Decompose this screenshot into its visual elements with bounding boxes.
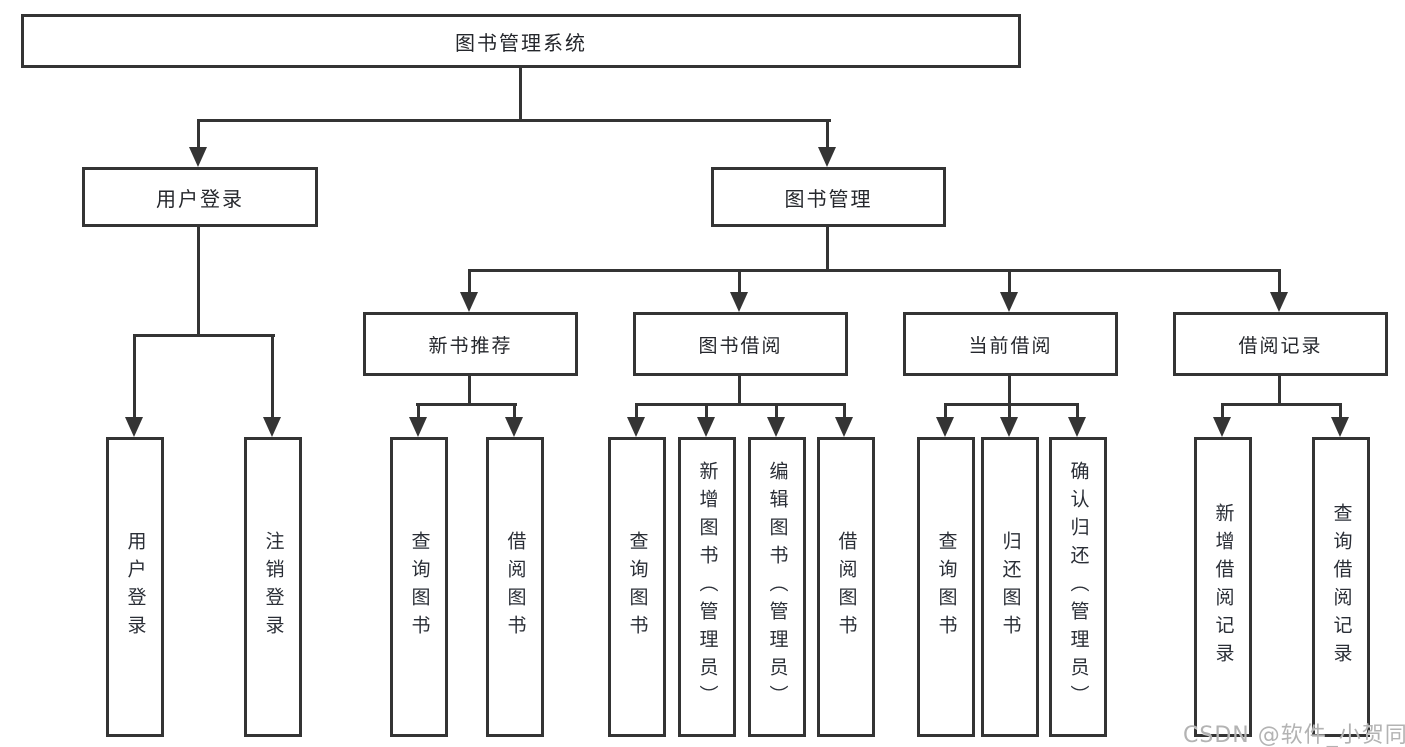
arrowhead-down — [1000, 292, 1018, 312]
node-label: 新书推荐 — [428, 334, 513, 357]
leaf-confirm-return-admin: 确认归还（管理员） — [1049, 437, 1107, 737]
node-new-book-recommendation: 新书推荐 — [363, 312, 578, 376]
arrowhead-down — [1270, 292, 1288, 312]
leaf-label: 查询图书 — [935, 531, 958, 643]
arrowhead-down — [1068, 417, 1086, 437]
node-label: 图书管理 — [784, 186, 873, 211]
edge-leaf-stem — [513, 403, 516, 419]
edge-leaf-stem — [775, 403, 778, 419]
leaf-label: 注销登录 — [262, 531, 285, 643]
leaf-label: 归还图书 — [999, 531, 1022, 643]
arrowhead-down — [1213, 417, 1231, 437]
node-label: 用户登录 — [156, 186, 244, 211]
leaf-query-books: 查询图书 — [390, 437, 448, 737]
edge-leaf-stem — [417, 403, 420, 419]
leaf-label: 查询图书 — [626, 531, 649, 643]
arrowhead-down — [263, 417, 281, 437]
edge-leaf-stem — [1008, 403, 1011, 419]
arrowhead-down — [767, 417, 785, 437]
edge-group-a-trunk — [468, 375, 471, 406]
edge-leaf-stem — [944, 403, 947, 419]
node-label: 图书借阅 — [698, 334, 783, 357]
arrowhead-down — [818, 147, 836, 167]
leaf-label: 查询图书 — [408, 531, 431, 643]
arrowhead-down — [189, 147, 207, 167]
node-label: 图书管理系统 — [455, 30, 587, 55]
arrowhead-down — [697, 417, 715, 437]
leaf-user-login: 用户登录 — [106, 437, 164, 737]
leaf-logout: 注销登录 — [244, 437, 302, 737]
leaf-query-borrow-record: 查询借阅记录 — [1312, 437, 1370, 737]
leaf-query-books: 查询图书 — [917, 437, 975, 737]
edge-group-b-trunk — [738, 375, 741, 406]
edge-to-leaf-user-login — [133, 334, 136, 419]
edge-to-borrowing-records — [1278, 269, 1281, 294]
edge-group-c-rail — [944, 403, 1079, 406]
leaf-edit-book-admin: 编辑图书（管理员） — [748, 437, 806, 737]
arrowhead-down — [936, 417, 954, 437]
leaf-add-borrow-record: 新增借阅记录 — [1194, 437, 1252, 737]
edge-leaf-stem — [635, 403, 638, 419]
node-borrowing-records: 借阅记录 — [1173, 312, 1388, 376]
edge-to-book-borrowing — [738, 269, 741, 294]
leaf-label: 编辑图书（管理员） — [766, 461, 789, 713]
leaf-label: 查询借阅记录 — [1330, 503, 1353, 671]
edge-leaf-stem — [705, 403, 708, 419]
node-book-borrowing: 图书借阅 — [633, 312, 848, 376]
edge-level3-rail — [468, 269, 1281, 272]
edge-leaf-stem — [843, 403, 846, 419]
edge-group-b-rail — [635, 403, 846, 406]
edge-leaf-stem — [1339, 403, 1342, 419]
leaf-label: 确认归还（管理员） — [1067, 461, 1090, 713]
leaf-label: 新增图书（管理员） — [696, 461, 719, 713]
leaf-label: 用户登录 — [124, 531, 147, 643]
edge-to-current-borrowing — [1008, 269, 1011, 294]
edge-leaf-stem — [1221, 403, 1224, 419]
arrowhead-down — [125, 417, 143, 437]
node-library-management-system: 图书管理系统 — [21, 14, 1021, 68]
edge-root-trunk — [519, 65, 522, 122]
leaf-return-books: 归还图书 — [981, 437, 1039, 737]
edge-group-d-trunk — [1278, 375, 1281, 406]
edge-to-leaf-logout — [271, 334, 274, 419]
leaf-label: 借阅图书 — [835, 531, 858, 643]
edge-user-login-trunk — [197, 226, 200, 337]
node-label: 当前借阅 — [968, 334, 1053, 357]
node-label: 借阅记录 — [1238, 334, 1323, 357]
arrowhead-down — [835, 417, 853, 437]
edge-to-new-book-recommendation — [468, 269, 471, 294]
edge-group-a-rail — [416, 403, 517, 406]
node-user-login: 用户登录 — [82, 167, 318, 227]
edge-book-management-trunk — [826, 226, 829, 272]
arrowhead-down — [627, 417, 645, 437]
edge-leaf-stem — [1076, 403, 1079, 419]
arrowhead-down — [730, 292, 748, 312]
edge-user-login-rail — [133, 334, 275, 337]
edge-level2-rail — [197, 119, 831, 122]
edge-group-c-trunk — [1008, 375, 1011, 406]
leaf-query-books: 查询图书 — [608, 437, 666, 737]
arrowhead-down — [1000, 417, 1018, 437]
leaf-borrow-books: 借阅图书 — [486, 437, 544, 737]
arrowhead-down — [1331, 417, 1349, 437]
edge-to-user-login — [197, 119, 200, 151]
leaf-add-book-admin: 新增图书（管理员） — [678, 437, 736, 737]
leaf-borrow-books: 借阅图书 — [817, 437, 875, 737]
edge-group-d-rail — [1221, 403, 1342, 406]
arrowhead-down — [460, 292, 478, 312]
node-book-management: 图书管理 — [711, 167, 946, 227]
watermark-csdn: CSDN @软件_小贺同学 — [1183, 723, 1405, 747]
arrowhead-down — [409, 417, 427, 437]
arrowhead-down — [505, 417, 523, 437]
node-current-borrowing: 当前借阅 — [903, 312, 1118, 376]
leaf-label: 新增借阅记录 — [1212, 503, 1235, 671]
edge-to-book-management — [826, 119, 829, 151]
leaf-label: 借阅图书 — [504, 531, 527, 643]
